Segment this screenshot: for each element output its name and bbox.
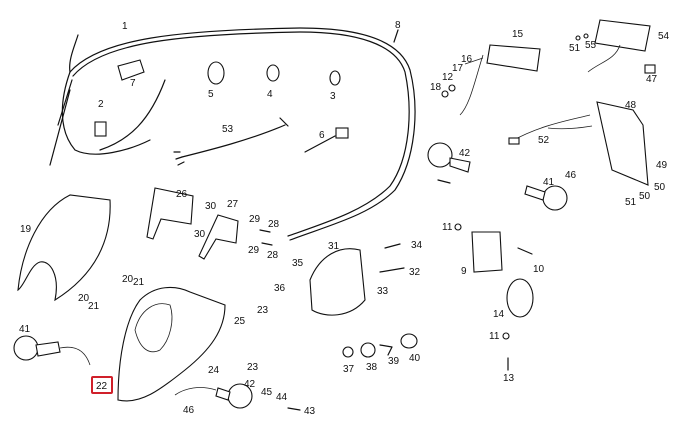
- part-indicator-42-right[interactable]: [174, 383, 301, 411]
- label-39[interactable]: 39: [388, 356, 400, 367]
- label-31[interactable]: 31: [328, 241, 340, 252]
- part-labels: 1 2 7 5 4 3 53 6 8 15 16 17 12 18 51 55 …: [19, 20, 670, 417]
- label-32[interactable]: 32: [409, 267, 421, 278]
- label-16[interactable]: 16: [461, 54, 473, 65]
- part-horn-14[interactable]: [506, 278, 534, 318]
- part-light-15[interactable]: [441, 44, 541, 116]
- part-indicator-42-top[interactable]: [427, 142, 471, 184]
- label-11-b[interactable]: 11: [489, 331, 500, 342]
- label-23-a[interactable]: 23: [257, 305, 269, 316]
- label-21-b[interactable]: 21: [88, 301, 100, 312]
- label-48[interactable]: 48: [625, 100, 637, 111]
- label-4[interactable]: 4: [267, 89, 273, 100]
- label-26[interactable]: 26: [176, 189, 188, 200]
- label-6[interactable]: 6: [319, 130, 325, 141]
- label-9[interactable]: 9: [461, 266, 467, 277]
- label-52[interactable]: 52: [538, 135, 550, 146]
- part-clamp-3[interactable]: [329, 70, 341, 86]
- part-bracket-26[interactable]: [146, 187, 194, 240]
- label-46-top[interactable]: 46: [565, 170, 577, 181]
- label-42-bottom[interactable]: 42: [244, 379, 256, 390]
- label-20-b[interactable]: 20: [78, 293, 90, 304]
- label-29-a[interactable]: 29: [249, 214, 261, 225]
- label-51-bottom[interactable]: 51: [625, 197, 637, 208]
- part-clamp-5[interactable]: [207, 61, 225, 85]
- part-bracket-27[interactable]: [198, 214, 273, 260]
- part-wire-53[interactable]: [173, 117, 289, 166]
- label-47[interactable]: 47: [646, 74, 658, 85]
- label-51-top[interactable]: 51: [569, 43, 581, 54]
- label-5[interactable]: 5: [208, 89, 214, 100]
- label-45[interactable]: 45: [261, 387, 273, 398]
- label-33[interactable]: 33: [377, 286, 389, 297]
- label-15[interactable]: 15: [512, 29, 524, 40]
- label-22[interactable]: 22: [96, 381, 108, 392]
- label-2[interactable]: 2: [98, 99, 104, 110]
- label-50-b[interactable]: 50: [639, 191, 651, 202]
- part-light-54[interactable]: [575, 19, 656, 74]
- label-35[interactable]: 35: [292, 258, 304, 269]
- label-13[interactable]: 13: [503, 373, 515, 384]
- label-25[interactable]: 25: [234, 316, 246, 327]
- part-wiring-harness[interactable]: [49, 27, 416, 241]
- label-10[interactable]: 10: [533, 264, 545, 275]
- label-41-left[interactable]: 41: [19, 324, 31, 335]
- label-41-top[interactable]: 41: [543, 177, 555, 188]
- label-11-a[interactable]: 11: [442, 222, 453, 233]
- label-37[interactable]: 37: [343, 364, 355, 375]
- label-38[interactable]: 38: [366, 362, 378, 373]
- label-46-bottom[interactable]: 46: [183, 405, 195, 416]
- label-8[interactable]: 8: [395, 20, 401, 31]
- label-49[interactable]: 49: [656, 160, 668, 171]
- part-cap-7[interactable]: [117, 59, 145, 81]
- part-indicator-41-left[interactable]: [13, 335, 91, 366]
- part-wire-6[interactable]: [304, 127, 349, 153]
- label-19[interactable]: 19: [20, 224, 32, 235]
- label-24[interactable]: 24: [208, 365, 220, 376]
- label-30-b[interactable]: 30: [194, 229, 206, 240]
- part-regulator-9[interactable]: [454, 223, 533, 273]
- part-screw-8[interactable]: [393, 29, 399, 43]
- label-21-a[interactable]: 21: [133, 277, 145, 288]
- highlight-box-22: [91, 376, 113, 394]
- label-29-b[interactable]: 29: [248, 245, 260, 256]
- label-14[interactable]: 14: [493, 309, 505, 320]
- label-36[interactable]: 36: [274, 283, 286, 294]
- label-53[interactable]: 53: [222, 124, 234, 135]
- label-28-b[interactable]: 28: [267, 250, 279, 261]
- label-3[interactable]: 3: [330, 91, 336, 102]
- label-7[interactable]: 7: [130, 78, 136, 89]
- part-plate-48[interactable]: [508, 101, 649, 186]
- label-43[interactable]: 43: [304, 406, 316, 417]
- part-windshield-19[interactable]: [17, 194, 111, 302]
- label-30-a[interactable]: 30: [205, 201, 217, 212]
- label-54[interactable]: 54: [658, 31, 670, 42]
- label-27[interactable]: 27: [227, 199, 239, 210]
- label-28-a[interactable]: 28: [268, 219, 280, 230]
- label-12[interactable]: 12: [442, 72, 454, 83]
- part-headlight-31[interactable]: [309, 243, 405, 316]
- label-34[interactable]: 34: [411, 240, 423, 251]
- label-55[interactable]: 55: [585, 40, 597, 51]
- label-44[interactable]: 44: [276, 392, 288, 403]
- label-17[interactable]: 17: [452, 63, 464, 74]
- part-bolt-13[interactable]: [502, 332, 510, 371]
- part-bulbs-37-40[interactable]: [342, 333, 418, 358]
- part-fairing-22[interactable]: [117, 286, 226, 402]
- label-18[interactable]: 18: [430, 82, 442, 93]
- part-indicator-41-top[interactable]: [524, 185, 568, 211]
- label-20-a[interactable]: 20: [122, 274, 134, 285]
- label-42-top[interactable]: 42: [459, 148, 471, 159]
- label-1[interactable]: 1: [122, 21, 128, 32]
- label-23-b[interactable]: 23: [247, 362, 259, 373]
- label-50-a[interactable]: 50: [654, 182, 666, 193]
- part-clamp-4[interactable]: [266, 64, 280, 82]
- label-40[interactable]: 40: [409, 353, 421, 364]
